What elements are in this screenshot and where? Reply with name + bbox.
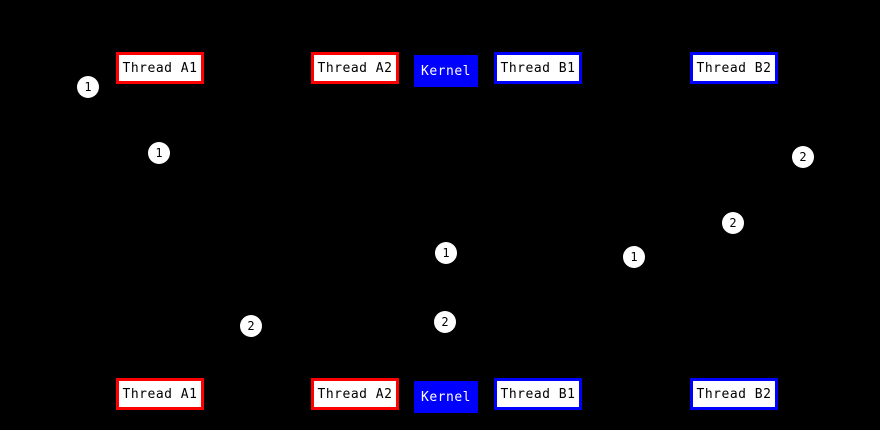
participant-box-thread-b1[interactable]: Thread B1	[494, 378, 582, 410]
participant-label: Thread B1	[500, 60, 576, 76]
lifeline-stub-bottom	[537, 374, 539, 379]
lifeline-stub-top	[354, 83, 356, 88]
participant-box-thread-b2[interactable]: Thread B2	[690, 52, 778, 84]
lifeline-thread-a2	[355, 84, 356, 378]
sequence-badge: 2	[434, 311, 456, 333]
participant-box-thread-a2[interactable]: Thread A2	[311, 378, 399, 410]
sequence-badge: 2	[792, 146, 814, 168]
participant-label: Thread A1	[122, 386, 198, 402]
participant-box-kernel[interactable]: Kernel	[414, 55, 478, 87]
sequence-badge: 1	[623, 246, 645, 268]
lifeline-kernel	[446, 87, 447, 381]
lifeline-thread-a1	[160, 84, 161, 378]
sequence-badge: 1	[435, 242, 457, 264]
lifeline-stub-top	[159, 83, 161, 88]
lifeline-stub-top	[445, 86, 447, 91]
participant-label: Thread B2	[696, 60, 772, 76]
participant-label: Thread A2	[317, 386, 393, 402]
participant-box-kernel[interactable]: Kernel	[414, 381, 478, 413]
participant-label: Thread B1	[500, 386, 576, 402]
participant-box-thread-a1[interactable]: Thread A1	[116, 52, 204, 84]
lifeline-stub-top	[733, 83, 735, 88]
participant-label: Kernel	[421, 389, 471, 405]
participant-box-thread-a1[interactable]: Thread A1	[116, 378, 204, 410]
lifeline-stub-bottom	[733, 374, 735, 379]
sequence-badge: 2	[240, 315, 262, 337]
participant-label: Thread A1	[122, 60, 198, 76]
lifeline-stub-bottom	[159, 374, 161, 379]
lifeline-stub-bottom	[445, 377, 447, 382]
participant-label: Kernel	[421, 63, 471, 79]
participant-box-thread-b2[interactable]: Thread B2	[690, 378, 778, 410]
sequence-badge: 2	[722, 212, 744, 234]
participant-label: Thread B2	[696, 386, 772, 402]
participant-label: Thread A2	[317, 60, 393, 76]
lifeline-stub-top	[537, 83, 539, 88]
participant-box-thread-b1[interactable]: Thread B1	[494, 52, 582, 84]
sequence-badge: 1	[77, 76, 99, 98]
lifeline-stub-bottom	[354, 374, 356, 379]
participant-box-thread-a2[interactable]: Thread A2	[311, 52, 399, 84]
sequence-badge: 1	[148, 142, 170, 164]
lifeline-thread-b1	[538, 84, 539, 378]
